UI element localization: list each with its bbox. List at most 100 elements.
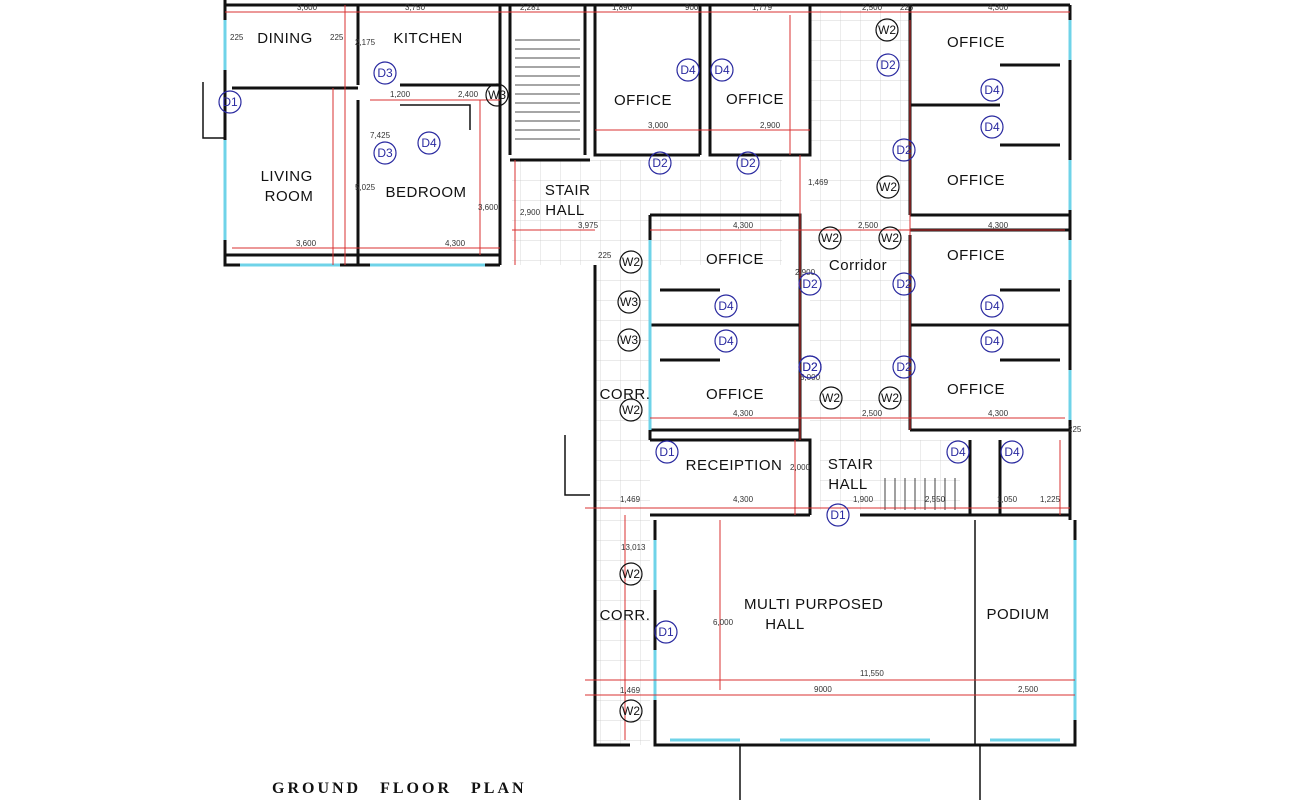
dimension-label: 900 bbox=[685, 3, 699, 12]
dimension-label: 1,469 bbox=[620, 495, 641, 504]
room-kitchen: KITCHEN bbox=[393, 30, 462, 47]
window-tag-w2: W2 bbox=[619, 562, 643, 586]
room-office-3: OFFICE bbox=[947, 34, 1005, 51]
tiled-floors bbox=[512, 10, 960, 745]
svg-text:D4: D4 bbox=[984, 299, 1000, 313]
dimension-label: 1,200 bbox=[390, 90, 411, 99]
dimension-label: 4,300 bbox=[445, 239, 466, 248]
svg-text:D2: D2 bbox=[802, 277, 818, 291]
dimension-label: 1,900 bbox=[853, 495, 874, 504]
door-tag-d4: D4 bbox=[417, 131, 441, 155]
svg-text:D4: D4 bbox=[950, 445, 966, 459]
dimension-label: 2,175 bbox=[355, 38, 376, 47]
dimension-label: 3,975 bbox=[578, 221, 599, 230]
dimension-label: 3,000 bbox=[648, 121, 669, 130]
dimension-label: 11,550 bbox=[860, 669, 884, 678]
window-tag-w2: W2 bbox=[819, 386, 843, 410]
svg-text:D4: D4 bbox=[1004, 445, 1020, 459]
window-tag-w2: W2 bbox=[875, 18, 899, 42]
dimension-label: 1,469 bbox=[620, 686, 641, 695]
dimension-label: 225 bbox=[598, 251, 612, 260]
door-tag-d4: D4 bbox=[946, 440, 970, 464]
room-office-5: OFFICE bbox=[706, 251, 764, 268]
room-office-2: OFFICE bbox=[726, 91, 784, 108]
room-living: LIVING ROOM bbox=[261, 168, 318, 205]
door-tag-d2: D2 bbox=[892, 138, 916, 162]
dimension-label: 3,600 bbox=[297, 3, 318, 12]
svg-text:W2: W2 bbox=[881, 391, 899, 405]
svg-text:W2: W2 bbox=[878, 23, 896, 37]
door-tag-d2: D2 bbox=[892, 272, 916, 296]
room-corridor: Corridor bbox=[829, 257, 887, 274]
door-tag-d2: D2 bbox=[648, 151, 672, 175]
svg-text:D4: D4 bbox=[714, 63, 730, 77]
dimension-label: 4,300 bbox=[733, 409, 754, 418]
room-living-line1: LIVING bbox=[261, 168, 313, 185]
dimension-label: 2,900 bbox=[760, 121, 781, 130]
dimension-label: 2,500 bbox=[862, 409, 883, 418]
window-tag-w2: W2 bbox=[619, 250, 643, 274]
svg-text:D4: D4 bbox=[718, 334, 734, 348]
dimension-label: 2,400 bbox=[458, 90, 479, 99]
dimension-label: 225 bbox=[1068, 425, 1082, 434]
room-office-7: OFFICE bbox=[706, 386, 764, 403]
room-stair-hall-1: STAIR HALL bbox=[545, 182, 595, 219]
dimension-label: 13,013 bbox=[621, 543, 646, 552]
svg-text:D4: D4 bbox=[984, 334, 1000, 348]
door-tag-d4: D4 bbox=[714, 294, 738, 318]
dimension-label: 6,000 bbox=[713, 618, 734, 627]
svg-text:W2: W2 bbox=[821, 231, 839, 245]
window-tag-w2: W2 bbox=[876, 175, 900, 199]
dimension-label: 1,050 bbox=[997, 495, 1018, 504]
dimension-label: 4,300 bbox=[733, 495, 754, 504]
dimension-label: 9000 bbox=[814, 685, 832, 694]
dimension-label: 3,600 bbox=[478, 203, 499, 212]
windows bbox=[223, 20, 1077, 742]
door-tag-d1: D1 bbox=[826, 503, 850, 527]
svg-text:D4: D4 bbox=[421, 136, 437, 150]
room-multi-purpose-hall: MULTI PURPOSED HALL bbox=[744, 596, 888, 633]
svg-text:W2: W2 bbox=[622, 403, 640, 417]
dimension-label: 2,000 bbox=[790, 463, 811, 472]
dimension-label: 3,600 bbox=[296, 239, 317, 248]
svg-text:D4: D4 bbox=[680, 63, 696, 77]
door-tag-d4: D4 bbox=[980, 294, 1004, 318]
svg-text:D1: D1 bbox=[659, 445, 675, 459]
svg-text:D2: D2 bbox=[652, 156, 668, 170]
svg-text:D2: D2 bbox=[896, 360, 912, 374]
svg-text:W3: W3 bbox=[488, 88, 506, 102]
svg-text:D2: D2 bbox=[740, 156, 756, 170]
svg-text:W3: W3 bbox=[620, 333, 638, 347]
svg-text:W2: W2 bbox=[822, 391, 840, 405]
room-office-8: OFFICE bbox=[947, 381, 1005, 398]
dimension-label: 2,500 bbox=[862, 3, 883, 12]
door-tag-d2: D2 bbox=[798, 355, 822, 379]
svg-text:D4: D4 bbox=[984, 120, 1000, 134]
door-tag-d3: D3 bbox=[373, 141, 397, 165]
svg-text:W2: W2 bbox=[879, 180, 897, 194]
stairs bbox=[515, 39, 956, 510]
window-tag-w2: W2 bbox=[878, 386, 902, 410]
dimension-label: 2,900 bbox=[795, 268, 816, 277]
svg-text:D2: D2 bbox=[896, 277, 912, 291]
dimension-label: 1,469 bbox=[808, 178, 829, 187]
door-tag-d1: D1 bbox=[218, 90, 242, 114]
room-corr-1: CORR. bbox=[600, 386, 651, 403]
svg-text:D2: D2 bbox=[880, 58, 896, 72]
window-tag-w3: W3 bbox=[617, 328, 641, 352]
dimension-label: 2,281 bbox=[520, 3, 541, 12]
door-tag-d1: D1 bbox=[655, 440, 679, 464]
room-corr-2: CORR. bbox=[600, 607, 651, 624]
room-reception: RECEIPTION bbox=[686, 457, 783, 474]
dimension-label: 3,750 bbox=[405, 3, 426, 12]
svg-text:D4: D4 bbox=[718, 299, 734, 313]
window-tag-w3: W3 bbox=[617, 290, 641, 314]
dimension-label: 1,779 bbox=[752, 3, 773, 12]
room-office-1: OFFICE bbox=[614, 92, 672, 109]
svg-text:D1: D1 bbox=[222, 95, 238, 109]
svg-text:D2: D2 bbox=[896, 143, 912, 157]
dimension-lines bbox=[225, 5, 1075, 740]
door-tag-d1: D1 bbox=[654, 620, 678, 644]
